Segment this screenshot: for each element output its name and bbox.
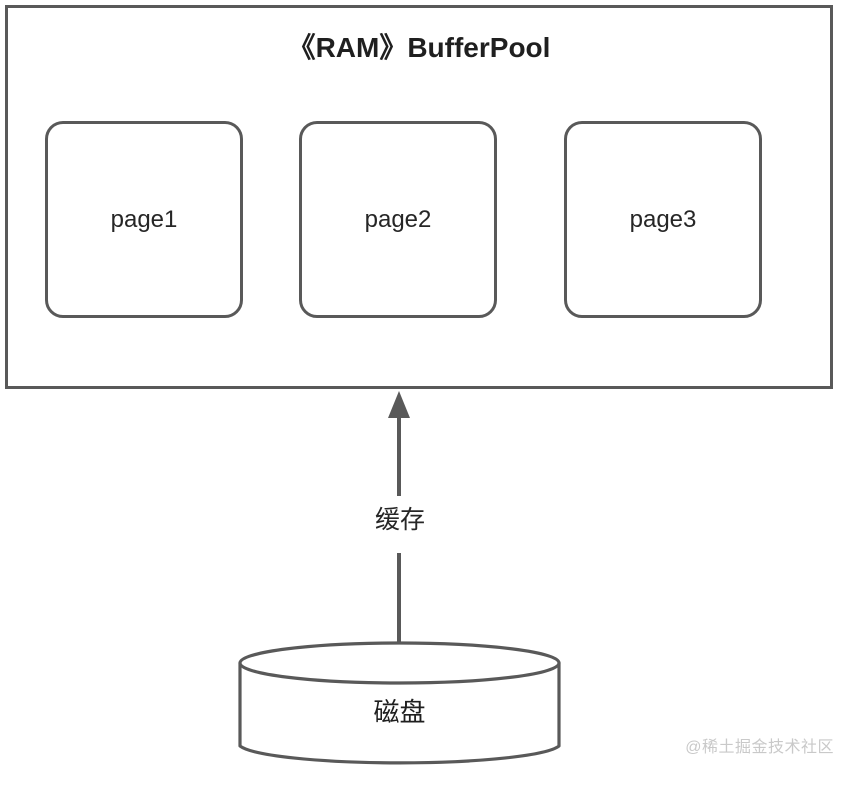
arrow-shaft-upper: [397, 414, 401, 496]
cylinder-shape-icon: [238, 641, 561, 765]
page-box-page2[interactable]: page2: [299, 121, 497, 318]
bufferpool-container: 《RAM》BufferPool page1 page2 page3: [5, 5, 833, 389]
page-label: page2: [364, 205, 432, 233]
page-box-page1[interactable]: page1: [45, 121, 243, 318]
arrow-head-up-icon: [388, 391, 410, 418]
page-label: page3: [629, 205, 697, 233]
disk-cylinder[interactable]: 磁盘: [238, 641, 561, 768]
bufferpool-title: 《RAM》BufferPool: [287, 32, 551, 63]
connector-label-cache: 缓存: [374, 506, 425, 534]
page-box-page3[interactable]: page3: [564, 121, 762, 318]
page-label: page1: [110, 205, 178, 233]
arrow-shaft-lower: [397, 553, 401, 645]
watermark-text: @稀土掘金技术社区: [685, 739, 834, 756]
